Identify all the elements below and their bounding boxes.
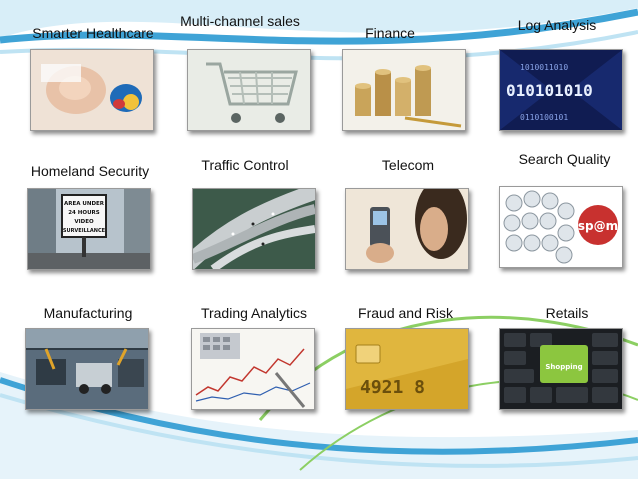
tile-label: Homeland Security xyxy=(30,163,150,179)
tile-label: Telecom xyxy=(381,157,435,173)
tile-label: Log Analysis xyxy=(517,17,597,33)
car-assembly-line-photo xyxy=(25,328,149,410)
tile-log-analysis[interactable]: Log Analysis 010101010 1010011010 01101001… xyxy=(492,12,632,152)
tile-retails[interactable]: Retails Shopping xyxy=(492,296,632,436)
shopping-keyboard-photo: Shopping xyxy=(499,328,623,410)
woman-with-phone-photo xyxy=(345,188,469,270)
tile-label: Finance xyxy=(365,25,415,41)
tile-label: Fraud and Risk xyxy=(358,305,453,321)
video-surveillance-sign-photo: AREA UNDER 24 HOURS VIDEO SURVEILLANCE xyxy=(27,188,151,270)
highway-interchange-photo xyxy=(192,188,316,270)
binary-text: 010101010 xyxy=(506,81,593,100)
coin-stacks-photo xyxy=(342,49,466,131)
keyboard-key-label: Shopping xyxy=(545,363,582,371)
calculator-stock-chart-photo xyxy=(191,328,315,410)
tile-label: Smarter Healthcare xyxy=(32,25,154,41)
svg-text:VIDEO: VIDEO xyxy=(74,219,94,225)
tile-label: Traffic Control xyxy=(201,157,289,173)
tile-label: Manufacturing xyxy=(43,305,133,321)
tile-label: Multi-channel sales xyxy=(180,13,300,29)
tile-label: Search Quality xyxy=(518,151,611,167)
spam-text: sp@m xyxy=(578,219,618,233)
card-number-text: 4921 8 xyxy=(360,377,425,398)
tile-traffic-control[interactable]: Traffic Control xyxy=(185,152,325,292)
tile-fraud-and-risk[interactable]: Fraud and Risk 4921 8 xyxy=(338,296,478,436)
tile-telecom[interactable]: Telecom xyxy=(338,152,478,292)
newborn-baby-photo xyxy=(30,49,154,131)
tile-manufacturing[interactable]: Manufacturing xyxy=(18,296,158,436)
svg-text:SURVEILLANCE: SURVEILLANCE xyxy=(63,228,106,234)
spam-web-icons-photo: sp@m xyxy=(499,186,623,268)
tile-homeland-security[interactable]: Homeland Security AREA UNDER 24 HOURS VIDE… xyxy=(20,152,160,292)
tile-label: Retails xyxy=(545,305,589,321)
svg-text:AREA UNDER: AREA UNDER xyxy=(64,201,105,207)
tile-trading-analytics[interactable]: Trading Analytics xyxy=(184,296,324,436)
svg-text:0110100101: 0110100101 xyxy=(520,113,568,122)
tile-multi-channel-sales[interactable]: Multi-channel sales xyxy=(180,12,320,152)
svg-text:1010011010: 1010011010 xyxy=(520,63,568,72)
shopping-cart-photo xyxy=(187,49,311,131)
tile-smarter-healthcare[interactable]: Smarter Healthcare xyxy=(23,12,163,152)
binary-code-photo: 010101010 1010011010 0110100101 xyxy=(499,49,623,131)
tile-label: Trading Analytics xyxy=(200,305,308,321)
tile-search-quality[interactable]: Search Quality sp@m xyxy=(492,148,632,288)
credit-card-photo: 4921 8 xyxy=(345,328,469,410)
tile-finance[interactable]: Finance xyxy=(335,12,475,152)
svg-text:24 HOURS: 24 HOURS xyxy=(68,210,100,216)
